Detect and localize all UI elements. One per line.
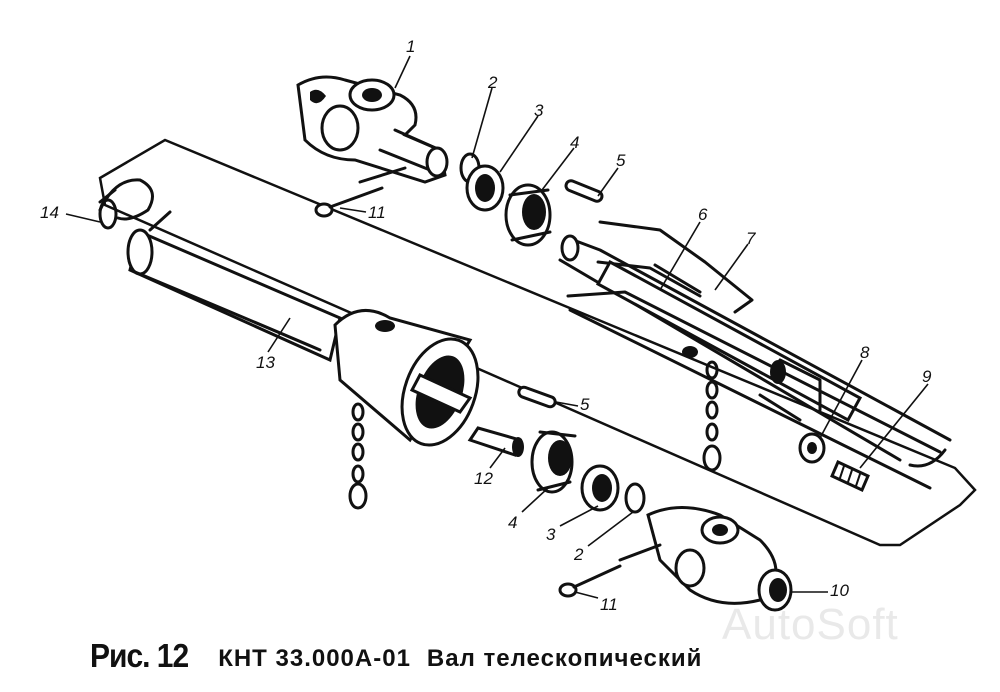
label-3-lower: 3 — [546, 525, 556, 544]
figure-title: Вал телескопический — [426, 645, 703, 672]
clip-14 — [98, 178, 154, 230]
label-9: 9 — [922, 367, 932, 386]
label-13: 13 — [256, 353, 275, 372]
label-11-upper: 11 — [368, 203, 386, 222]
label-11-lower: 11 — [600, 595, 618, 614]
key-5-upper — [564, 179, 604, 203]
ring-2-lower — [624, 482, 646, 514]
bearing-3-upper — [465, 164, 505, 212]
label-8: 8 — [860, 343, 870, 362]
label-2-lower: 2 — [573, 545, 584, 564]
upper-yoke — [296, 75, 449, 184]
watermark: AutoSoft — [722, 600, 899, 649]
chain-right — [702, 360, 722, 472]
label-12: 12 — [474, 469, 493, 488]
label-5-lower: 5 — [580, 395, 590, 414]
bearing-3-lower — [580, 464, 620, 512]
figure-code: КНТ 33.000А-01 — [218, 645, 411, 672]
label-1: 1 — [406, 37, 415, 56]
screw-8 — [798, 432, 826, 464]
label-3-upper: 3 — [534, 101, 544, 120]
label-2-upper: 2 — [487, 73, 498, 92]
figure-number: Рис. 12 — [90, 638, 189, 675]
cone-guard — [333, 308, 480, 447]
label-10: 10 — [830, 581, 849, 600]
shaft-12 — [467, 426, 524, 457]
chain-left — [348, 402, 368, 510]
label-14: 14 — [40, 203, 59, 222]
hub-4-lower — [530, 430, 577, 494]
label-5-upper: 5 — [616, 151, 626, 170]
outer-tube — [126, 210, 342, 363]
label-4-upper: 4 — [570, 133, 579, 152]
label-6: 6 — [698, 205, 708, 224]
pin-upper — [314, 186, 384, 218]
label-4-lower: 4 — [508, 513, 517, 532]
leader-lines — [65, 55, 929, 599]
label-7: 7 — [746, 229, 756, 248]
hub-4-upper — [504, 183, 552, 247]
lower-yoke — [618, 506, 793, 612]
inner-shaft — [558, 220, 952, 490]
figure-caption: Рис. 12 КНТ 33.000А-01 Вал телескопическ… — [90, 638, 703, 680]
key-5-lower — [517, 385, 557, 409]
pin-lower — [558, 564, 622, 598]
bolt-9 — [830, 459, 870, 493]
